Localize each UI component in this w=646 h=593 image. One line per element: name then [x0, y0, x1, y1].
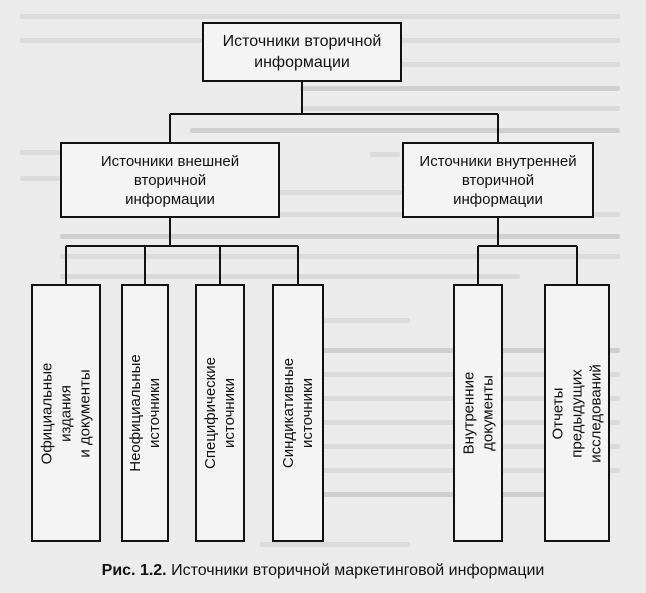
figure-caption-text: Источники вторичной маркетинговой информ… [171, 562, 545, 579]
external-sources-node: Источники внешней вторичной информации [60, 142, 280, 218]
figure-number: Рис. 1.2. [101, 562, 167, 579]
syndicated-sources-label: Синдикативные источники [280, 357, 316, 469]
external-sources-label: Источники внешней вторичной информации [100, 152, 240, 208]
internal-sources-label: Источники внутренней вторичной информаци… [419, 152, 577, 208]
unofficial-sources-node: Неофициальные источники [121, 284, 169, 542]
root-node-label: Источники вторичной информации [222, 33, 382, 71]
previous-research-reports-node: Отчеты предыдущих исследований [544, 284, 610, 542]
internal-documents-node: Внутренние документы [453, 284, 503, 542]
internal-sources-node: Источники внутренней вторичной информаци… [402, 142, 594, 218]
official-publications-node: Официальные издания и документы [31, 284, 101, 542]
figure-caption: Рис. 1.2. Источники вторичной маркетинго… [0, 561, 646, 581]
syndicated-sources-node: Синдикативные источники [272, 284, 324, 542]
specific-sources-node: Специфические источники [195, 284, 245, 542]
specific-sources-label: Специфические источники [202, 357, 238, 469]
unofficial-sources-label: Неофициальные источники [127, 354, 163, 472]
root-node: Источники вторичной информации [202, 22, 402, 82]
official-publications-label: Официальные издания и документы [38, 362, 94, 464]
internal-documents-label: Внутренние документы [460, 371, 497, 455]
previous-research-reports-label: Отчеты предыдущих исследований [549, 363, 605, 463]
